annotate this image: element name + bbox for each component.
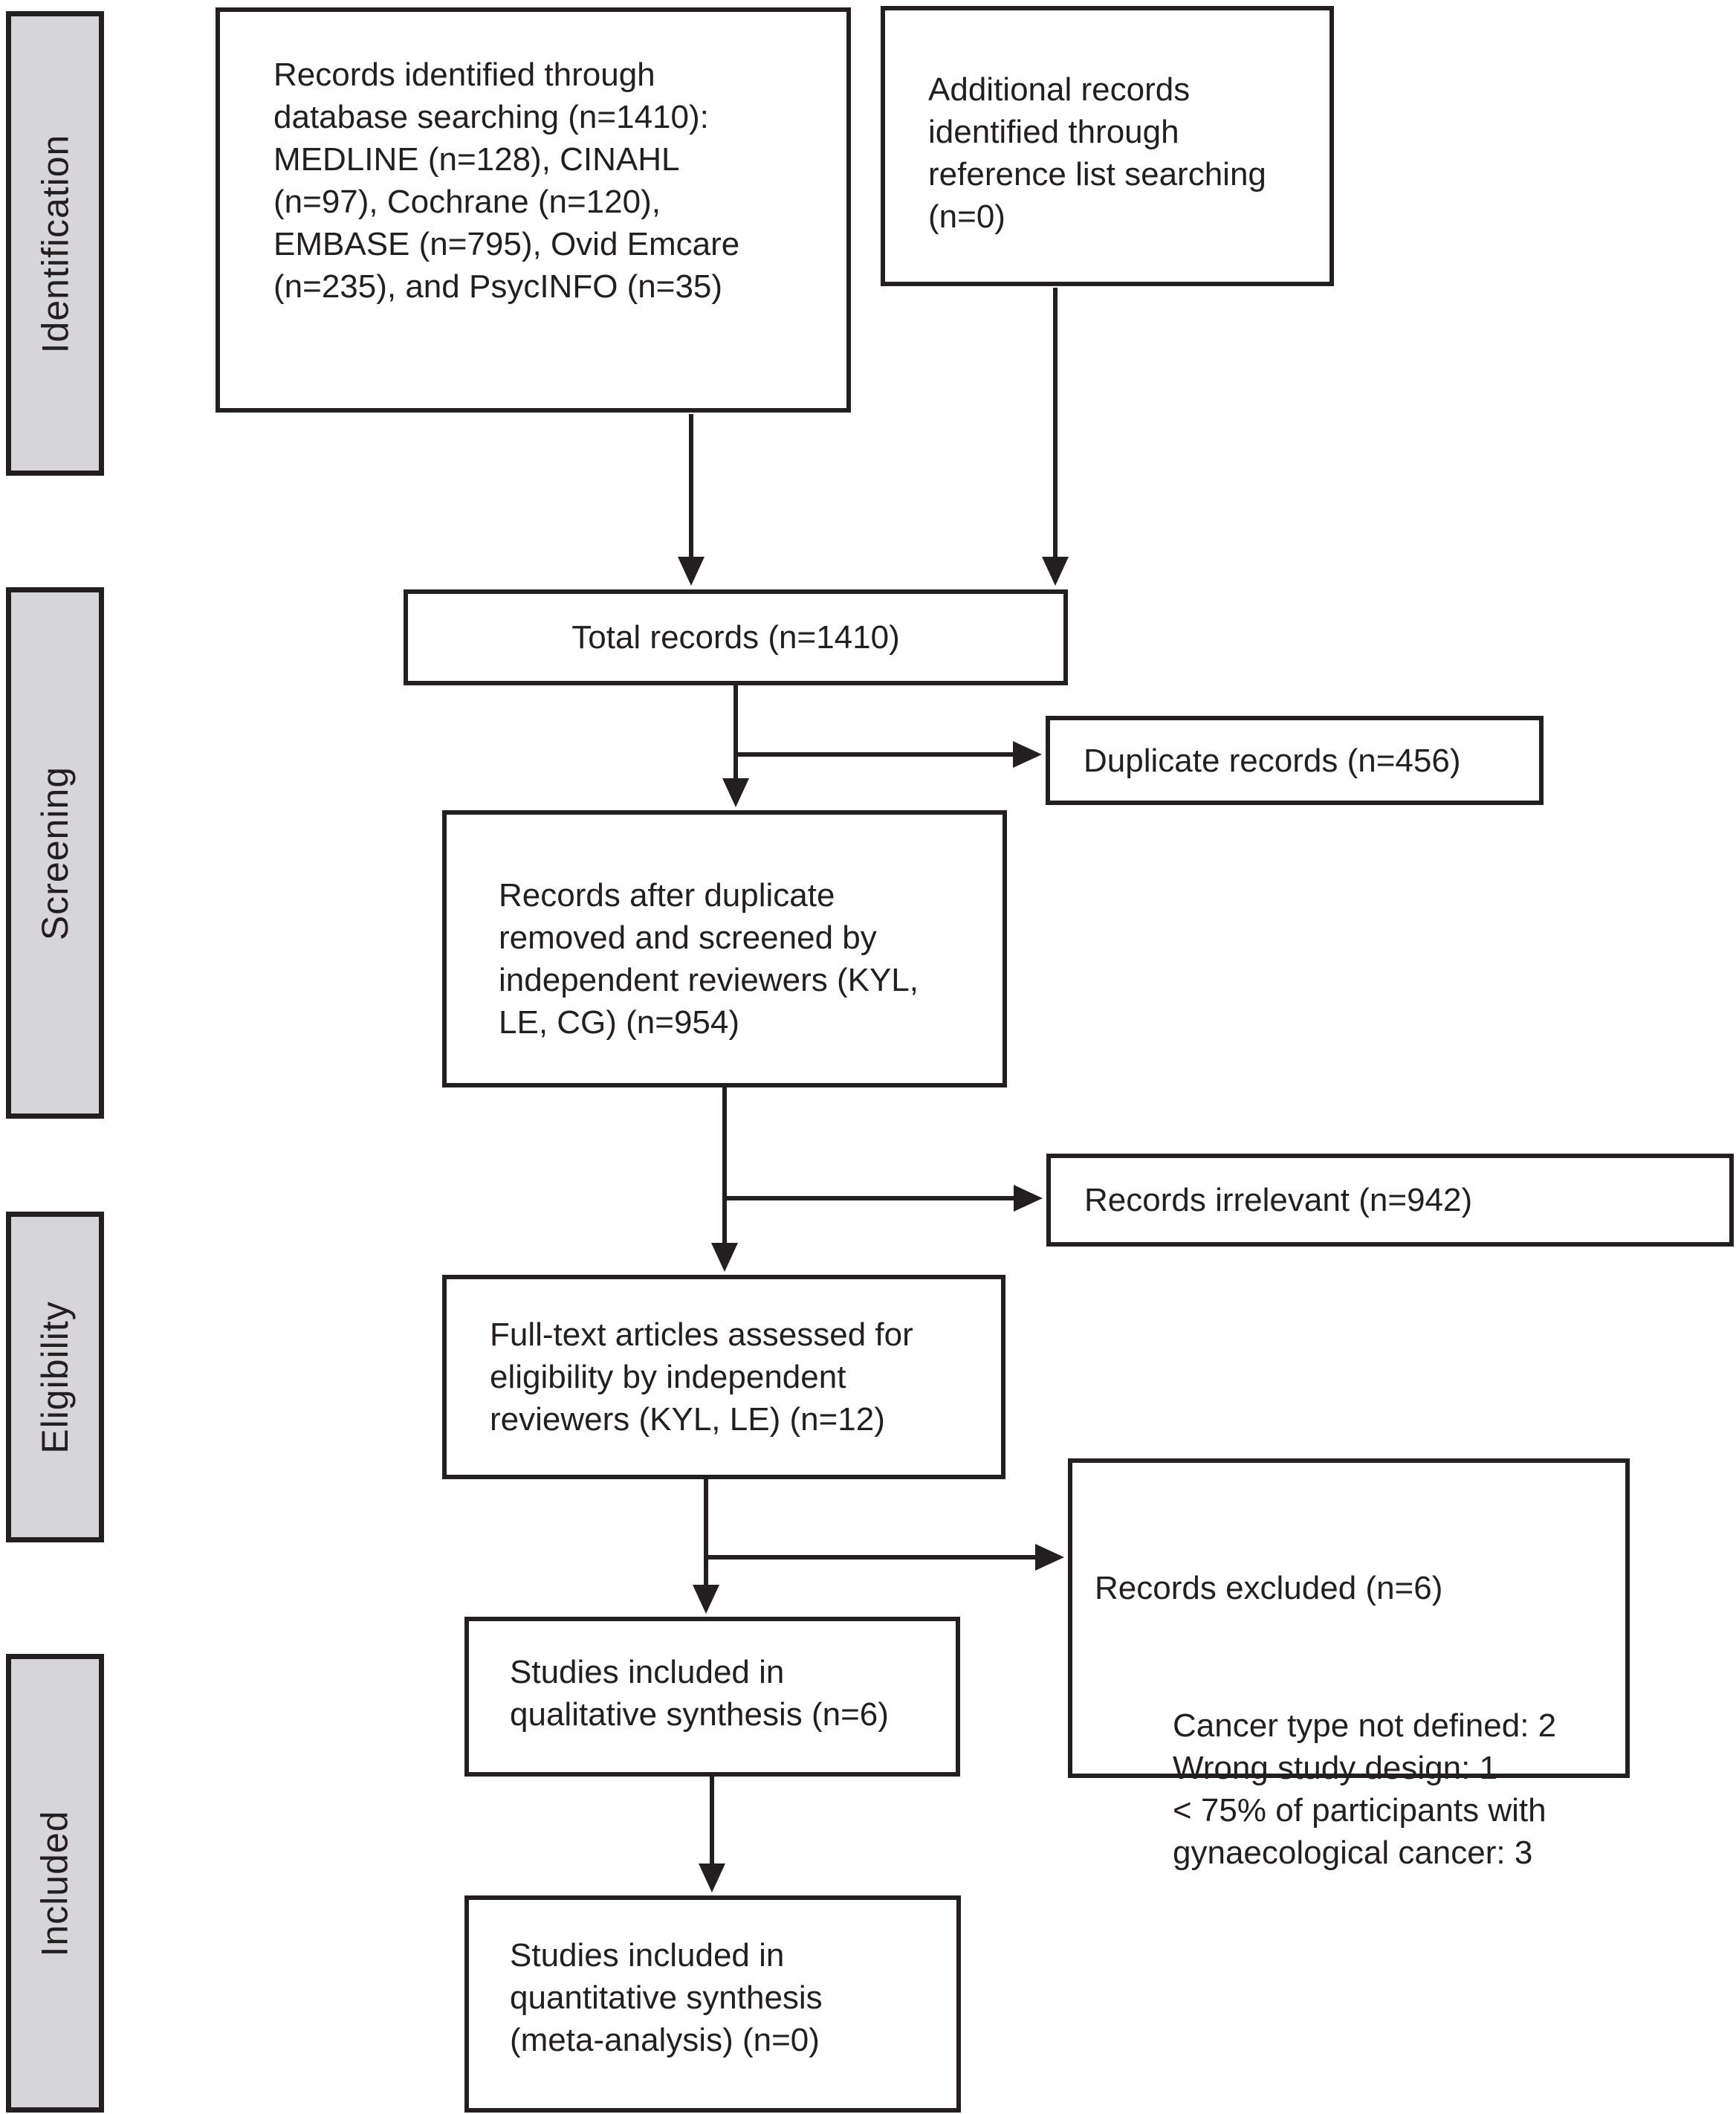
stage-label-eligibility-text: Eligibility xyxy=(34,1300,77,1454)
box-records-excluded: Records excluded (n=6) Cancer type not d… xyxy=(1068,1458,1630,1871)
box-full-text-assessed: Full-text articles assessed for eligibil… xyxy=(442,1275,1005,1479)
box-quantitative-synthesis: Studies included in quantitative synthes… xyxy=(464,1895,961,2113)
stage-label-identification: Identification xyxy=(6,11,104,476)
box-records-identified: Records identified through database sear… xyxy=(216,7,851,413)
box-duplicate-records: Duplicate records (n=456) xyxy=(1046,716,1544,805)
stage-label-identification-text: Identification xyxy=(34,134,76,353)
box-records-irrelevant: Records irrelevant (n=942) xyxy=(1046,1154,1734,1247)
box-qualitative-synthesis: Studies included in qualitative synthesi… xyxy=(464,1617,960,1777)
stage-label-included-text: Included xyxy=(34,1809,77,1957)
stage-label-screening: Screening xyxy=(6,587,104,1119)
stage-label-eligibility: Eligibility xyxy=(6,1212,104,1542)
stage-label-included: Included xyxy=(6,1654,104,2113)
box-total-records: Total records (n=1410) xyxy=(404,589,1068,685)
box-additional-records: Additional records identified through re… xyxy=(881,6,1334,286)
stage-label-screening-text: Screening xyxy=(34,766,76,940)
box-records-after-duplicates: Records after duplicate removed and scre… xyxy=(442,810,1007,1087)
records-excluded-heading: Records excluded (n=6) xyxy=(1095,1570,1443,1606)
records-excluded-reasons: Cancer type not defined: 2 Wrong study d… xyxy=(1173,1707,1557,1871)
